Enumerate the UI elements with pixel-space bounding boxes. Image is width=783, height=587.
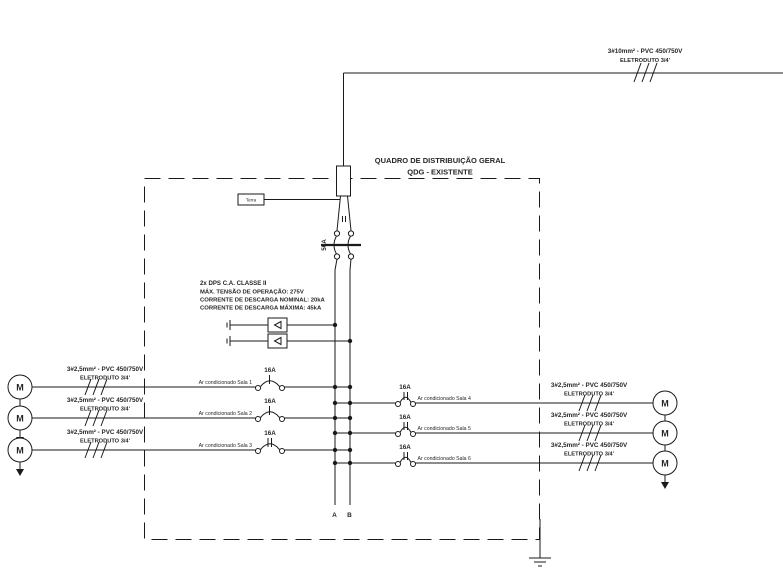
main-breaker-50a: 50A — [321, 230, 361, 271]
motor-letter: M — [661, 459, 669, 469]
cable-label: 3#2,5mm² - PVC 450/750V — [67, 366, 144, 373]
circuit-left-2: M 3#2,5mm² - PVC 450/750V ELETRODUTO 3/4… — [7, 397, 353, 444]
dps-notes: 2x DPS C.A. CLASSE II MÁX. TENSÃO DE OPE… — [200, 280, 326, 312]
circuit-label: Ar condicionado Sala 3 — [199, 443, 252, 449]
circuit-label: Ar condicionado Sala 4 — [418, 396, 471, 402]
breaker-rating: 16A — [399, 414, 411, 421]
bus-bars: A B — [332, 270, 352, 519]
main-breaker-rating: 50A — [321, 239, 328, 251]
dps-arrow-icon — [273, 336, 282, 346]
cable-label: 3#2,5mm² - PVC 450/750V — [551, 442, 628, 449]
circuit-left-1: M 3#2,5mm² - PVC 450/750V ELETRODUTO 3/4… — [7, 366, 353, 413]
cable-label: 3#2,5mm² - PVC 450/750V — [67, 397, 144, 404]
dps-title: 2x DPS C.A. CLASSE II — [200, 280, 267, 287]
conduit-label: ELETRODUTO 3/4' — [80, 407, 131, 413]
dps-device-2 — [226, 333, 353, 349]
feeder-conduit-label: ELETRODUTO 3/4' — [620, 58, 671, 64]
terra-box-label: Terra — [246, 198, 257, 203]
ground-arrow-icon — [16, 469, 24, 476]
motor-letter: M — [661, 429, 669, 439]
circuit-right-5: 16A Ar condicionado Sala 5 3#2,5mm² - PV… — [332, 412, 678, 459]
dps-arrow-icon — [273, 320, 282, 330]
circuit-label: Ar condicionado Sala 6 — [418, 456, 471, 462]
entrance-device-symbol — [336, 165, 351, 197]
bus-b-label: B — [347, 512, 352, 519]
circuit-label: Ar condicionado Sala 2 — [199, 411, 252, 417]
incoming-feeder: 3#10mm² - PVC 450/750V ELETRODUTO 3/4' — [343, 48, 783, 166]
breaker-rating: 16A — [399, 384, 411, 391]
main-conductors — [336, 195, 352, 231]
breaker-rating: 16A — [264, 430, 276, 437]
motor-letter: M — [661, 399, 669, 409]
bus-a-label: A — [332, 512, 337, 519]
motor-letter: M — [16, 446, 24, 456]
conduit-label: ELETRODUTO 3/4' — [80, 376, 131, 382]
dps-device-1 — [226, 317, 338, 333]
circuit-label: Ar condicionado Sala 5 — [418, 426, 471, 432]
earth-symbol-icon — [529, 557, 551, 567]
cable-label: 3#2,5mm² - PVC 450/750V — [67, 429, 144, 436]
motor-letter: M — [16, 383, 24, 393]
breaker-rating: 16A — [264, 367, 276, 374]
circuit-right-4: 16A Ar condicionado Sala 4 3#2,5mm² - PV… — [332, 382, 678, 429]
panel-title-text: QUADRO DE DISTRIBUIÇÃO GERAL — [375, 156, 506, 165]
panel-boundary — [144, 178, 540, 540]
feeder-cable-label: 3#10mm² - PVC 450/750V — [608, 48, 683, 55]
ground-arrow-icon — [661, 482, 669, 489]
feeder-phase-marks-icon — [633, 62, 658, 83]
circuit-right-6: 16A Ar condicionado Sala 6 3#2,5mm² - PV… — [332, 442, 678, 489]
cable-label: 3#2,5mm² - PVC 450/750V — [551, 412, 628, 419]
dps-max-voltage: MÁX. TENSÃO DE OPERAÇÃO: 275V — [200, 289, 304, 296]
conduit-label: ELETRODUTO 3/4' — [564, 452, 615, 458]
dps-nominal-discharge: CORRENTE DE DESCARGA NOMINAL: 20kA — [200, 298, 326, 304]
motor-letter: M — [16, 414, 24, 424]
conduit-label: ELETRODUTO 3/4' — [564, 392, 615, 398]
terra-box — [237, 193, 265, 206]
circuit-left-3: M 3#2,5mm² - PVC 450/750V ELETRODUTO 3/4… — [7, 429, 353, 476]
circuit-label: Ar condicionado Sala 1 — [199, 380, 252, 386]
conduit-label: ELETRODUTO 3/4' — [80, 439, 131, 445]
breaker-rating: 16A — [264, 398, 276, 405]
panel-earth — [529, 519, 551, 567]
cable-label: 3#2,5mm² - PVC 450/750V — [551, 382, 628, 389]
breaker-rating: 16A — [399, 444, 411, 451]
conduit-label: ELETRODUTO 3/4' — [564, 422, 615, 428]
panel-title: QUADRO DE DISTRIBUIÇÃO GERAL QDG - EXIST… — [375, 156, 506, 177]
dps-max-discharge: CORRENTE DE DESCARGA MÁXIMA: 45kA — [200, 305, 322, 312]
panel-subtitle-text: QDG - EXISTENTE — [407, 168, 472, 177]
terra-tap: Terra — [237, 193, 340, 206]
